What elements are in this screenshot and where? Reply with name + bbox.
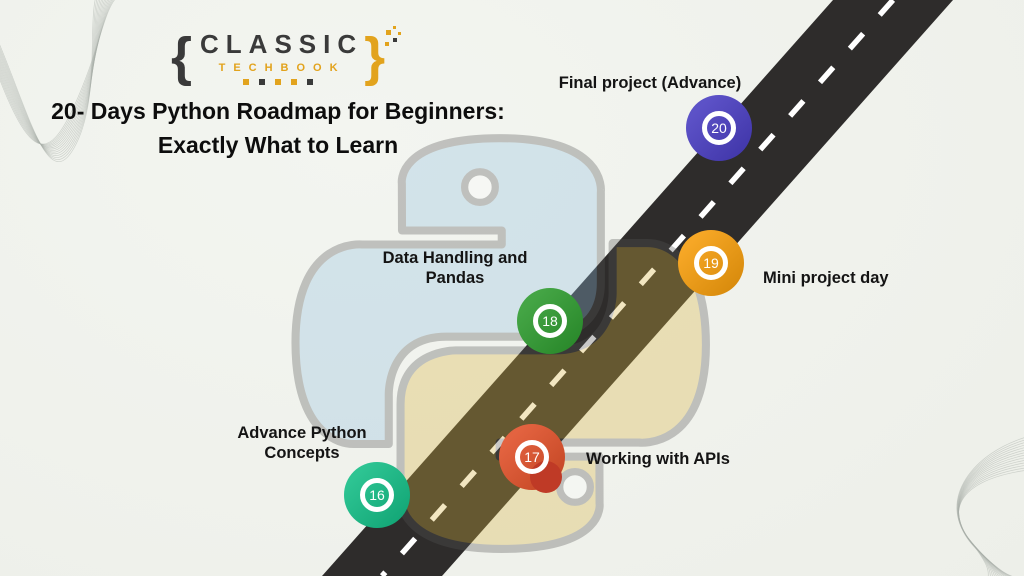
wave-line — [0, 0, 111, 147]
pixel-dot — [398, 32, 402, 35]
wave-line — [0, 0, 107, 150]
brand-subtitle: TECHBOOK — [218, 62, 346, 74]
milestone-17-label: Working with APIs — [586, 450, 730, 468]
milestone-18-circle: 18 — [517, 288, 583, 354]
brand-name: CLASSIC — [200, 29, 364, 59]
wave-line — [0, 0, 99, 158]
python-eye-top — [460, 168, 499, 207]
wave-line — [0, 0, 101, 156]
milestone-19-label: Mini project day — [763, 269, 889, 287]
pixel-dot — [393, 38, 398, 42]
milestone-20-label: Final project (Advance) — [558, 74, 742, 92]
milestone-17-circle: 17 — [499, 424, 565, 493]
milestone-ring: 19 — [694, 246, 728, 280]
pixel-dot — [386, 30, 392, 35]
wave-line — [956, 437, 1024, 576]
wave-line — [957, 445, 1024, 576]
wave-line — [0, 0, 108, 149]
wave-line — [0, 0, 98, 160]
milestone-ring: 16 — [360, 478, 394, 512]
page-title: 20- Days Python Roadmap for Beginners: E… — [26, 94, 530, 162]
wave-line — [0, 0, 114, 145]
wave-line — [0, 0, 105, 151]
square-dot — [307, 79, 314, 85]
wave-line — [0, 0, 113, 146]
brand-brace-left: { — [171, 27, 193, 87]
python-logo-watermark — [295, 138, 705, 549]
brand-logo: { CLASSIC TECHBOOK } — [171, 26, 402, 87]
milestone-18-label: Data Handling and Pandas — [382, 249, 528, 287]
brand-brace-right: } — [364, 26, 402, 86]
wave-line — [957, 447, 1024, 576]
wave-line — [0, 0, 96, 163]
pixel-dot — [393, 26, 397, 29]
pixel-dot — [385, 42, 390, 46]
milestone-ring: 17 — [515, 440, 549, 474]
wave-line — [957, 450, 1024, 576]
milestone-19-day-number: 19 — [703, 255, 719, 271]
wave-line — [0, 0, 104, 153]
square-dot — [275, 79, 282, 85]
python-eye-bottom — [556, 467, 594, 506]
page-title-line2: Exactly What to Learn — [157, 132, 399, 158]
wave-line — [0, 0, 102, 155]
milestone-16-circle: 16 — [344, 462, 410, 528]
milestone-19-circle: 19 — [678, 230, 744, 296]
wave-ornament-top-left — [0, 0, 115, 163]
milestone-16-label: Advance Python Concepts — [237, 424, 367, 462]
milestone-20-circle: 20 — [686, 95, 752, 161]
wave-ornament-right — [956, 437, 1024, 576]
milestone-17-day-number: 17 — [524, 449, 540, 465]
brand-square-dots — [243, 79, 314, 85]
milestone-ring: 20 — [702, 111, 736, 145]
milestone-ring: 18 — [533, 304, 567, 338]
milestone-20-day-number: 20 — [711, 120, 727, 136]
milestone-16-day-number: 16 — [369, 487, 385, 503]
wave-line — [0, 0, 110, 148]
brand-text-block: CLASSIC TECHBOOK — [193, 29, 363, 85]
square-dot — [259, 79, 266, 85]
page-title-line1: 20- Days Python Roadmap for Beginners: — [51, 98, 505, 124]
milestone-18-day-number: 18 — [542, 313, 558, 329]
wave-line — [0, 0, 115, 145]
square-dot — [291, 79, 298, 85]
square-dot — [243, 79, 250, 85]
